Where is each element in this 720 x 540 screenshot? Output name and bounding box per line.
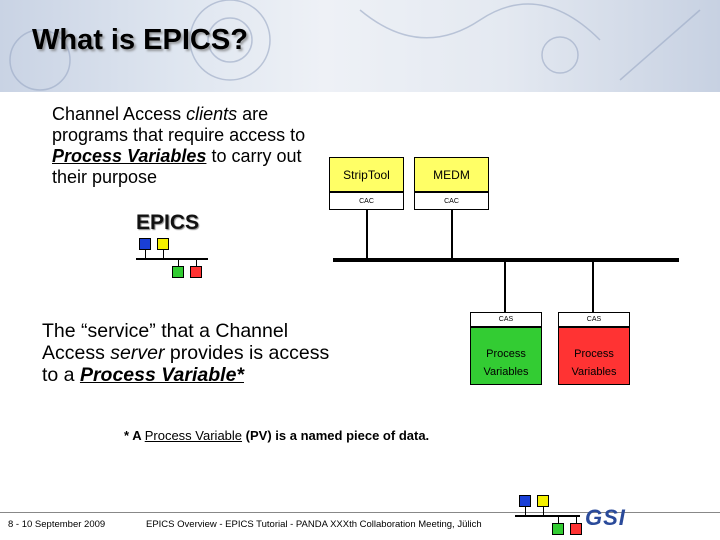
footer-rule: [0, 512, 720, 513]
logo-square-green: [552, 523, 564, 535]
logo-square-blue: [519, 495, 531, 507]
logo-square-green: [172, 266, 184, 278]
client-medm-cac: CAC: [414, 192, 489, 210]
logo-square-red: [570, 523, 582, 535]
logo-connector: [163, 250, 164, 258]
client-striptool: StripTool: [329, 157, 404, 192]
client-connector: [451, 210, 453, 258]
epics-logo-label: EPICS: [136, 211, 200, 234]
client-medm: MEDM: [414, 157, 489, 192]
logo-connector: [145, 250, 146, 258]
logo-connector: [196, 260, 197, 266]
footer-date: 8 - 10 September 2009: [8, 519, 106, 530]
logo-connector: [558, 517, 559, 523]
network-bus: [333, 258, 679, 262]
logo-connector: [576, 517, 577, 523]
header-banner: What is EPICS?: [0, 0, 720, 92]
intro-paragraph: Channel Access clients are programs that…: [52, 104, 306, 187]
logo-connector: [543, 507, 544, 515]
logo-connector: [525, 507, 526, 515]
footnote: * A Process Variable (PV) is a named pie…: [124, 428, 430, 443]
logo-bus: [136, 258, 208, 260]
footer-text: EPICS Overview - EPICS Tutorial - PANDA …: [146, 519, 482, 530]
logo-connector: [178, 260, 179, 266]
logo-square-red: [190, 266, 202, 278]
page-title: What is EPICS?: [32, 24, 248, 56]
gsi-logo: GSI: [585, 505, 626, 530]
logo-square-yellow: [157, 238, 169, 250]
logo-square-yellow: [537, 495, 549, 507]
client-connector: [366, 210, 368, 258]
service-paragraph: The “service” that a Channel Access serv…: [42, 320, 330, 386]
logo-bus: [515, 515, 580, 517]
server-connector: [504, 262, 506, 312]
server-connector: [592, 262, 594, 312]
server-2-cas: CAS: [558, 312, 630, 327]
client-striptool-cac: CAC: [329, 192, 404, 210]
logo-square-blue: [139, 238, 151, 250]
decorative-watermark: [9, 0, 701, 91]
server-1-cas: CAS: [470, 312, 542, 327]
